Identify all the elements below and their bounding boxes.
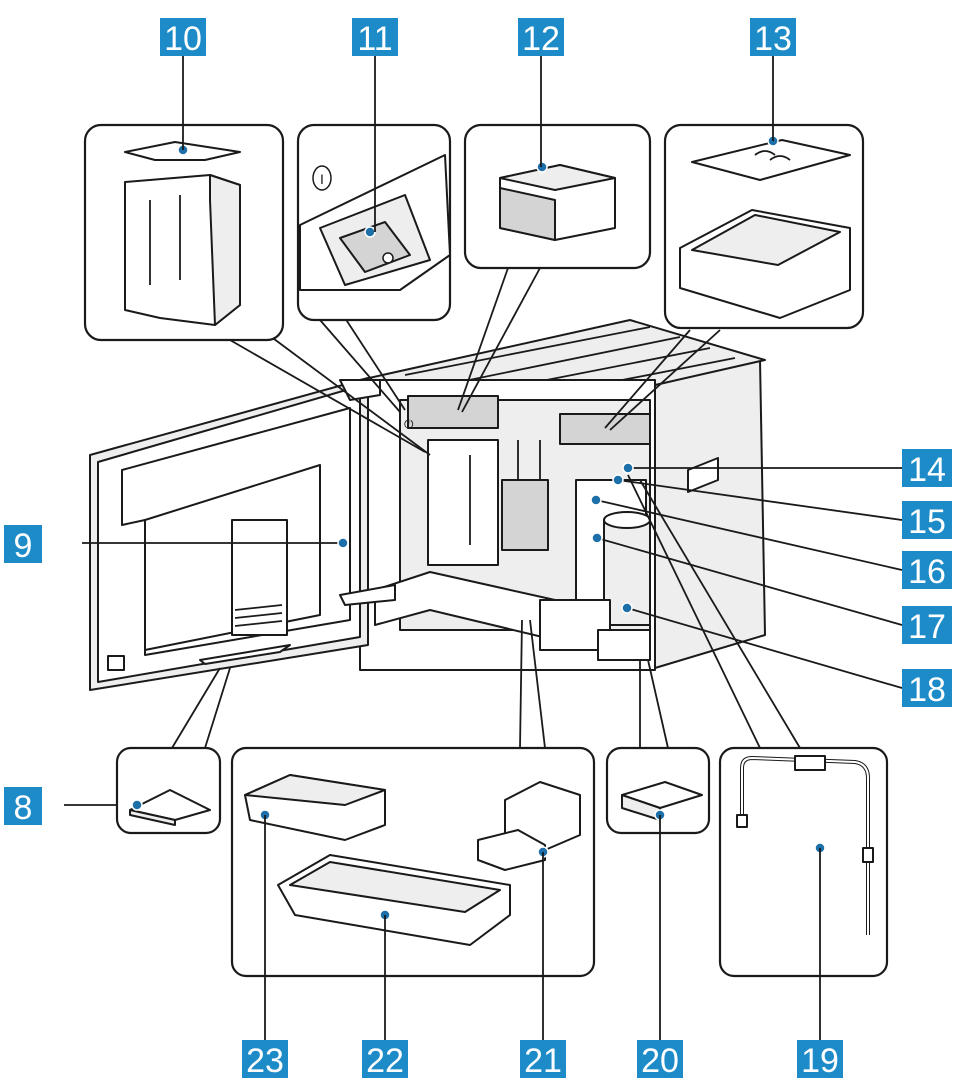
appliance-cabinet: ⏻ <box>359 319 766 671</box>
svg-text:11: 11 <box>357 20 392 58</box>
svg-text:23: 23 <box>246 1042 284 1080</box>
svg-text:21: 21 <box>524 1042 562 1080</box>
detail-panel-20 <box>605 746 711 835</box>
main-view-markers <box>337 462 634 614</box>
callout-16: 16 <box>902 551 952 591</box>
leader-lines <box>64 267 903 806</box>
svg-text:14: 14 <box>908 451 946 489</box>
svg-text:20: 20 <box>641 1042 679 1080</box>
appliance-door <box>89 377 396 691</box>
svg-text:8: 8 <box>14 789 33 827</box>
svg-text:17: 17 <box>908 608 946 646</box>
callout-9: 9 <box>4 525 42 565</box>
svg-text:19: 19 <box>801 1042 839 1080</box>
detail-panel-11: I <box>296 123 452 322</box>
callout-20: 20 <box>637 1040 683 1080</box>
svg-text:18: 18 <box>908 671 946 709</box>
callout-10: 10 <box>160 18 206 58</box>
callout-17: 17 <box>902 606 952 646</box>
callout-15: 15 <box>902 501 952 541</box>
detail-panel-12 <box>463 123 652 270</box>
svg-text:13: 13 <box>754 20 792 58</box>
svg-text:15: 15 <box>908 503 946 541</box>
switch-symbol: I <box>320 171 324 187</box>
svg-text:12: 12 <box>522 20 560 58</box>
callout-13: 13 <box>750 18 796 58</box>
svg-text:22: 22 <box>366 1042 404 1080</box>
callout-14: 14 <box>902 449 952 489</box>
detail-panel-8 <box>115 746 222 835</box>
callout-8: 8 <box>4 787 42 827</box>
bottom-callout-leaders <box>182 56 821 1040</box>
svg-text:16: 16 <box>908 553 946 591</box>
callout-23: 23 <box>242 1040 288 1080</box>
svg-text:9: 9 <box>14 527 33 565</box>
callout-22: 22 <box>362 1040 408 1080</box>
callout-18: 18 <box>902 669 952 709</box>
svg-text:10: 10 <box>164 20 202 58</box>
detail-panel-13 <box>663 123 865 330</box>
detail-panel-21-22-23 <box>230 746 596 978</box>
detail-panel-10 <box>83 123 285 342</box>
svg-text:⏻: ⏻ <box>404 417 414 431</box>
callout-19: 19 <box>797 1040 843 1080</box>
detail-panel-19 <box>718 746 889 978</box>
callout-21: 21 <box>520 1040 566 1080</box>
callout-11: 11 <box>352 18 398 58</box>
callout-12: 12 <box>518 18 564 58</box>
